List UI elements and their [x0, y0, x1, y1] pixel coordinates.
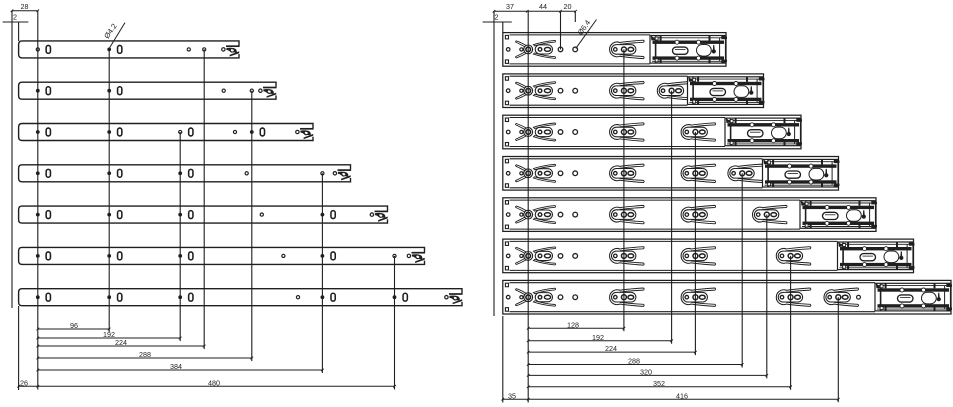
svg-text:128: 128: [567, 320, 579, 329]
svg-text:26: 26: [20, 379, 28, 388]
svg-text:192: 192: [103, 330, 115, 339]
svg-text:288: 288: [139, 350, 151, 359]
svg-text:320: 320: [640, 368, 652, 377]
svg-text:224: 224: [115, 338, 127, 347]
svg-text:44: 44: [539, 2, 547, 11]
svg-text:20: 20: [564, 2, 572, 11]
svg-text:192: 192: [592, 333, 604, 342]
svg-text:28: 28: [21, 2, 29, 11]
svg-text:96: 96: [70, 321, 78, 330]
svg-text:480: 480: [208, 379, 220, 388]
svg-text:352: 352: [653, 379, 665, 388]
svg-text:2: 2: [495, 13, 499, 22]
svg-text:35: 35: [508, 391, 516, 400]
svg-text:2: 2: [13, 13, 17, 22]
svg-text:37: 37: [506, 2, 514, 11]
svg-text:288: 288: [628, 357, 640, 366]
svg-text:384: 384: [170, 362, 182, 371]
svg-text:416: 416: [676, 391, 688, 400]
svg-text:224: 224: [605, 344, 617, 353]
